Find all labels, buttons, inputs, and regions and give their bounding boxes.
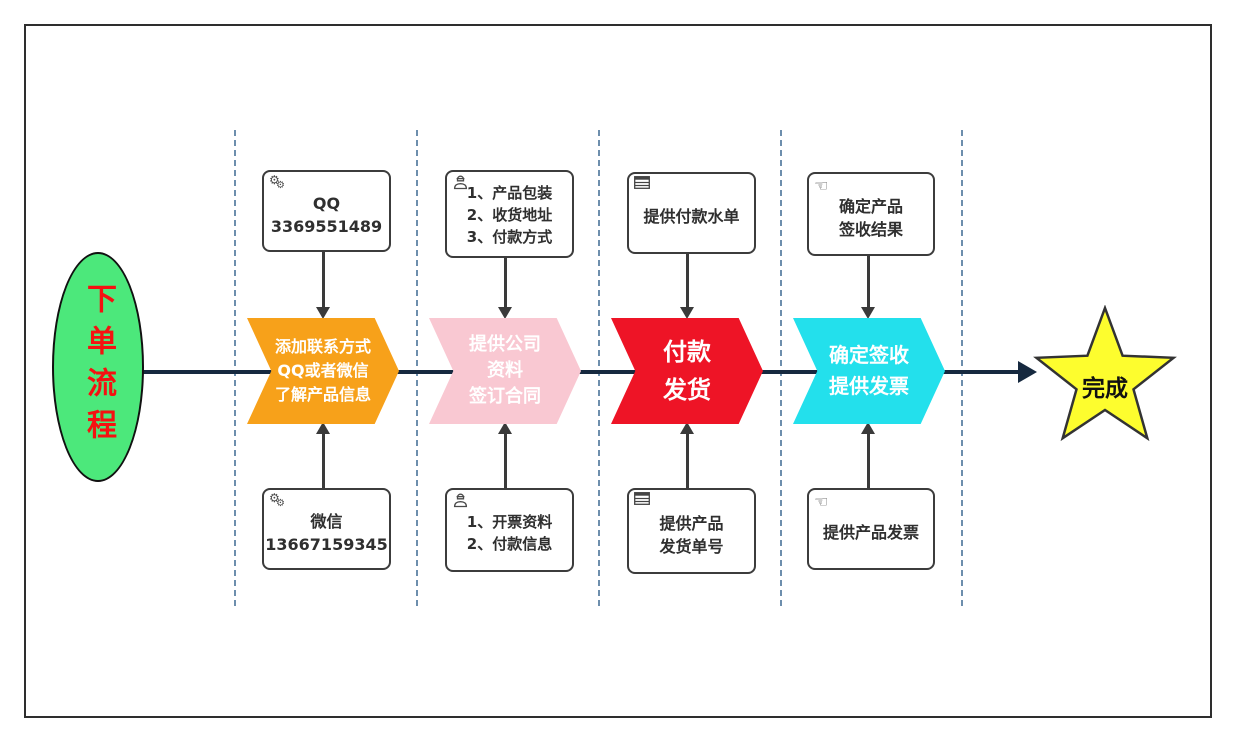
note-text: 确定产品 签收结果 (838, 196, 903, 239)
phase-separator-4 (780, 130, 782, 606)
star-icon (1033, 304, 1177, 442)
connector-top-3 (686, 248, 689, 308)
phase-separator-1 (234, 130, 236, 606)
phase-separator-2 (416, 130, 418, 606)
worker-icon (452, 492, 469, 511)
connector-bottom-3 (686, 433, 689, 488)
process-step-company-info: 提供公司 资料 签订合同 (429, 318, 581, 424)
arrow-down-icon (680, 307, 694, 319)
arrow-down-icon (498, 307, 512, 319)
start-node-label: 下单流程 (81, 283, 116, 451)
worker-icon (452, 174, 469, 193)
note-text: 1、开票资料 2、付款信息 (466, 513, 553, 553)
hand-icon: ☜ (814, 176, 829, 195)
arrow-up-icon (680, 422, 694, 434)
process-step-label: 确定签收 提供发票 (829, 343, 909, 398)
note-confirm-receipt: ☜ 确定产品 签收结果 (807, 172, 935, 256)
process-step-label: 添加联系方式 QQ或者微信 了解产品信息 (274, 337, 371, 404)
connector-top-2 (504, 248, 507, 308)
note-text: 提供产品发票 (822, 523, 919, 543)
arrow-up-icon (316, 422, 330, 434)
arrow-up-icon (498, 422, 512, 434)
hand-icon: ☜ (814, 492, 829, 511)
start-node: 下单流程 (52, 252, 144, 482)
gears-icon: ⚙⚙ (269, 491, 285, 509)
note-wechat: ⚙⚙ 微信 13667159345 (262, 488, 391, 570)
connector-bottom-2 (504, 433, 507, 488)
main-flow-arrowhead-icon (1018, 361, 1037, 383)
arrow-down-icon (316, 307, 330, 319)
process-step-receipt-invoice: 确定签收 提供发票 (793, 318, 945, 424)
note-text: QQ 3369551489 (270, 193, 383, 236)
arrow-up-icon (861, 422, 875, 434)
connector-top-4 (867, 248, 870, 308)
note-invoice-info: 1、开票资料 2、付款信息 (445, 488, 574, 572)
connector-bottom-4 (867, 433, 870, 488)
phase-separator-5 (961, 130, 963, 606)
process-step-label: 付款 发货 (663, 337, 711, 404)
note-text: 提供付款水单 (643, 207, 740, 227)
end-node-label: 完成 (1082, 376, 1128, 402)
phase-separator-3 (598, 130, 600, 606)
process-step-label: 提供公司 资料 签订合同 (469, 333, 541, 408)
process-step-payment-shipping: 付款 发货 (611, 318, 763, 424)
note-text: 微信 13667159345 (265, 511, 388, 554)
connector-bottom-1 (322, 433, 325, 488)
arrow-down-icon (861, 307, 875, 319)
note-text: 提供产品 发货单号 (659, 513, 724, 556)
table-icon (634, 176, 650, 192)
table-icon (634, 492, 650, 508)
note-text: 1、产品包装 2、收货地址 3、付款方式 (466, 184, 553, 246)
gears-icon: ⚙⚙ (269, 173, 285, 191)
note-product-invoice: ☜ 提供产品发票 (807, 488, 935, 570)
note-payment-slip: 提供付款水单 (627, 172, 756, 254)
connector-top-1 (322, 248, 325, 308)
note-order-details: 1、产品包装 2、收货地址 3、付款方式 (445, 170, 574, 258)
note-shipping-number: 提供产品 发货单号 (627, 488, 756, 574)
note-qq: ⚙⚙ QQ 3369551489 (262, 170, 391, 252)
process-step-add-contact: 添加联系方式 QQ或者微信 了解产品信息 (247, 318, 399, 424)
end-node: 完成 (1030, 304, 1180, 455)
